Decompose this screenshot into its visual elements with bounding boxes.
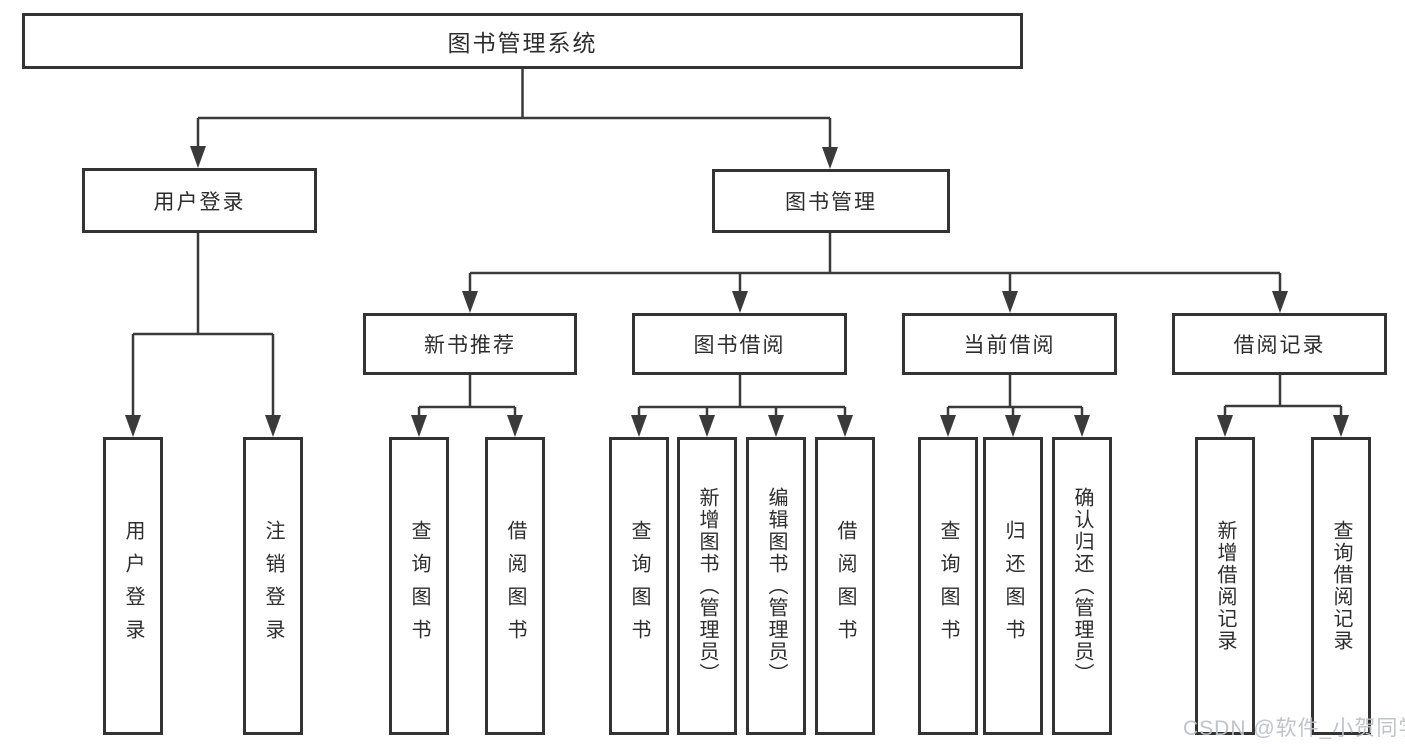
leaf-query-books-1: 查询图书	[389, 437, 449, 735]
leaf-add-books: 新增图书（管理员）	[677, 437, 737, 735]
leaf-return-books: 归还图书	[983, 437, 1043, 735]
leaf-add-books-label: 新增图书（管理员）	[696, 487, 718, 685]
leaf-confirm-return: 确认归还（管理员）	[1052, 437, 1112, 735]
leaf-query-books-2: 查询图书	[609, 437, 669, 735]
leaf-add-record: 新增借阅记录	[1195, 437, 1255, 735]
csdn-watermark: CSDN @软件_小贺同学	[1183, 717, 1405, 740]
leaf-logout: 注销登录	[243, 437, 303, 735]
leaf-borrow-books-1: 借阅图书	[485, 437, 545, 735]
leaf-query-books-3-label: 查询图书	[937, 520, 959, 652]
leaf-edit-books: 编辑图书（管理员）	[746, 437, 806, 735]
node-current-borrow-label: 当前借阅	[963, 334, 1056, 357]
node-borrow-record-label: 借阅记录	[1233, 334, 1326, 357]
node-book-borrow-label: 图书借阅	[693, 334, 786, 357]
leaf-logout-label: 注销登录	[262, 520, 284, 652]
leaf-edit-books-label: 编辑图书（管理员）	[765, 487, 787, 685]
leaf-user-login: 用户登录	[103, 437, 163, 735]
node-book-borrow: 图书借阅	[632, 313, 847, 375]
leaf-query-books-3: 查询图书	[918, 437, 978, 735]
leaf-query-books-2-label: 查询图书	[628, 520, 650, 652]
node-new-book-rec: 新书推荐	[363, 313, 577, 375]
connector-arrowheads	[125, 146, 1349, 437]
node-user-login: 用户登录	[82, 168, 317, 233]
leaf-borrow-books-1-label: 借阅图书	[504, 520, 526, 652]
node-root-label: 图书管理系统	[447, 30, 598, 56]
leaf-confirm-return-label: 确认归还（管理员）	[1071, 487, 1093, 685]
node-book-mgmt-label: 图书管理	[785, 191, 877, 214]
node-borrow-record: 借阅记录	[1172, 313, 1387, 375]
leaf-borrow-books-2-label: 借阅图书	[834, 520, 856, 652]
node-current-borrow: 当前借阅	[902, 313, 1117, 375]
leaf-borrow-books-2: 借阅图书	[815, 437, 875, 735]
node-new-book-rec-label: 新书推荐	[424, 334, 516, 357]
leaf-user-login-label: 用户登录	[122, 520, 144, 652]
connector-edges	[131, 69, 1343, 416]
leaf-query-record: 查询借阅记录	[1311, 437, 1371, 735]
leaf-query-record-label: 查询借阅记录	[1330, 520, 1352, 652]
node-root: 图书管理系统	[22, 13, 1023, 69]
leaf-add-record-label: 新增借阅记录	[1214, 520, 1236, 652]
node-user-login-label: 用户登录	[153, 190, 246, 214]
leaf-return-books-label: 归还图书	[1002, 520, 1024, 652]
leaf-query-books-1-label: 查询图书	[408, 520, 430, 652]
node-book-mgmt: 图书管理	[712, 169, 950, 233]
